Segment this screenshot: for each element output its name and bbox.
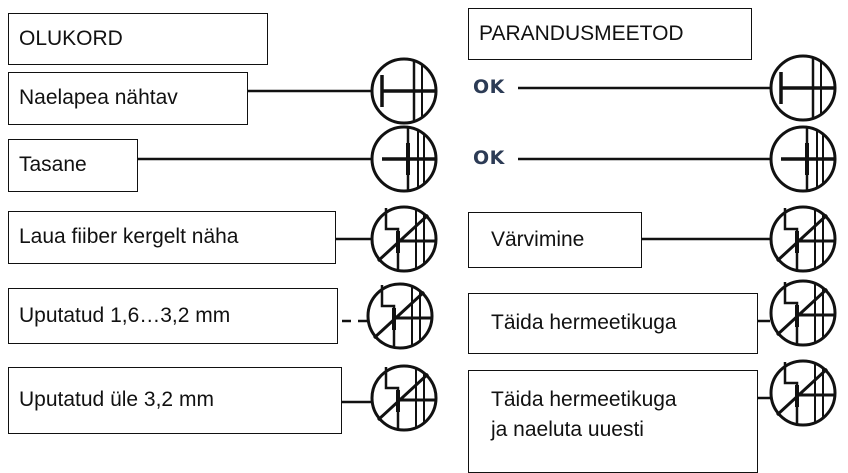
nail-sunk-icon — [366, 282, 434, 350]
nail-head-visible-icon — [370, 57, 438, 125]
condition-flush: Tasane — [8, 139, 138, 192]
nail-damaged-fiber-icon — [769, 205, 837, 273]
condition-sunk-over-3-2: Uputatud üle 3,2 mm — [8, 367, 342, 434]
remedy-header: PARANDUSMEETOD — [468, 8, 752, 60]
nail-deep-sunk-icon — [370, 364, 438, 432]
remedy-fill-sealant: Täida hermeetikuga — [468, 293, 758, 354]
remedy-fill-and-renail: Täida hermeetikuga ja naeluta uuesti — [468, 370, 758, 473]
nail-deep-sunk-icon — [769, 359, 837, 427]
remedy-ok-1: OK — [473, 76, 505, 98]
nail-damaged-fiber-icon — [370, 205, 438, 273]
nail-flush-icon — [769, 125, 837, 193]
nail-sunk-icon — [769, 279, 837, 347]
situation-header: OLUKORD — [8, 13, 268, 65]
remedy-ok-2: OK — [473, 147, 505, 169]
condition-sunk-1-6-3-2: Uputatud 1,6…3,2 mm — [8, 288, 338, 344]
remedy-painting: Värvimine — [468, 212, 642, 268]
nail-flush-icon — [370, 125, 438, 193]
condition-nail-head-visible: Naelapea nähtav — [8, 72, 248, 125]
condition-fiber-visible: Laua fiiber kergelt näha — [8, 211, 336, 264]
nail-head-visible-icon — [769, 54, 837, 122]
